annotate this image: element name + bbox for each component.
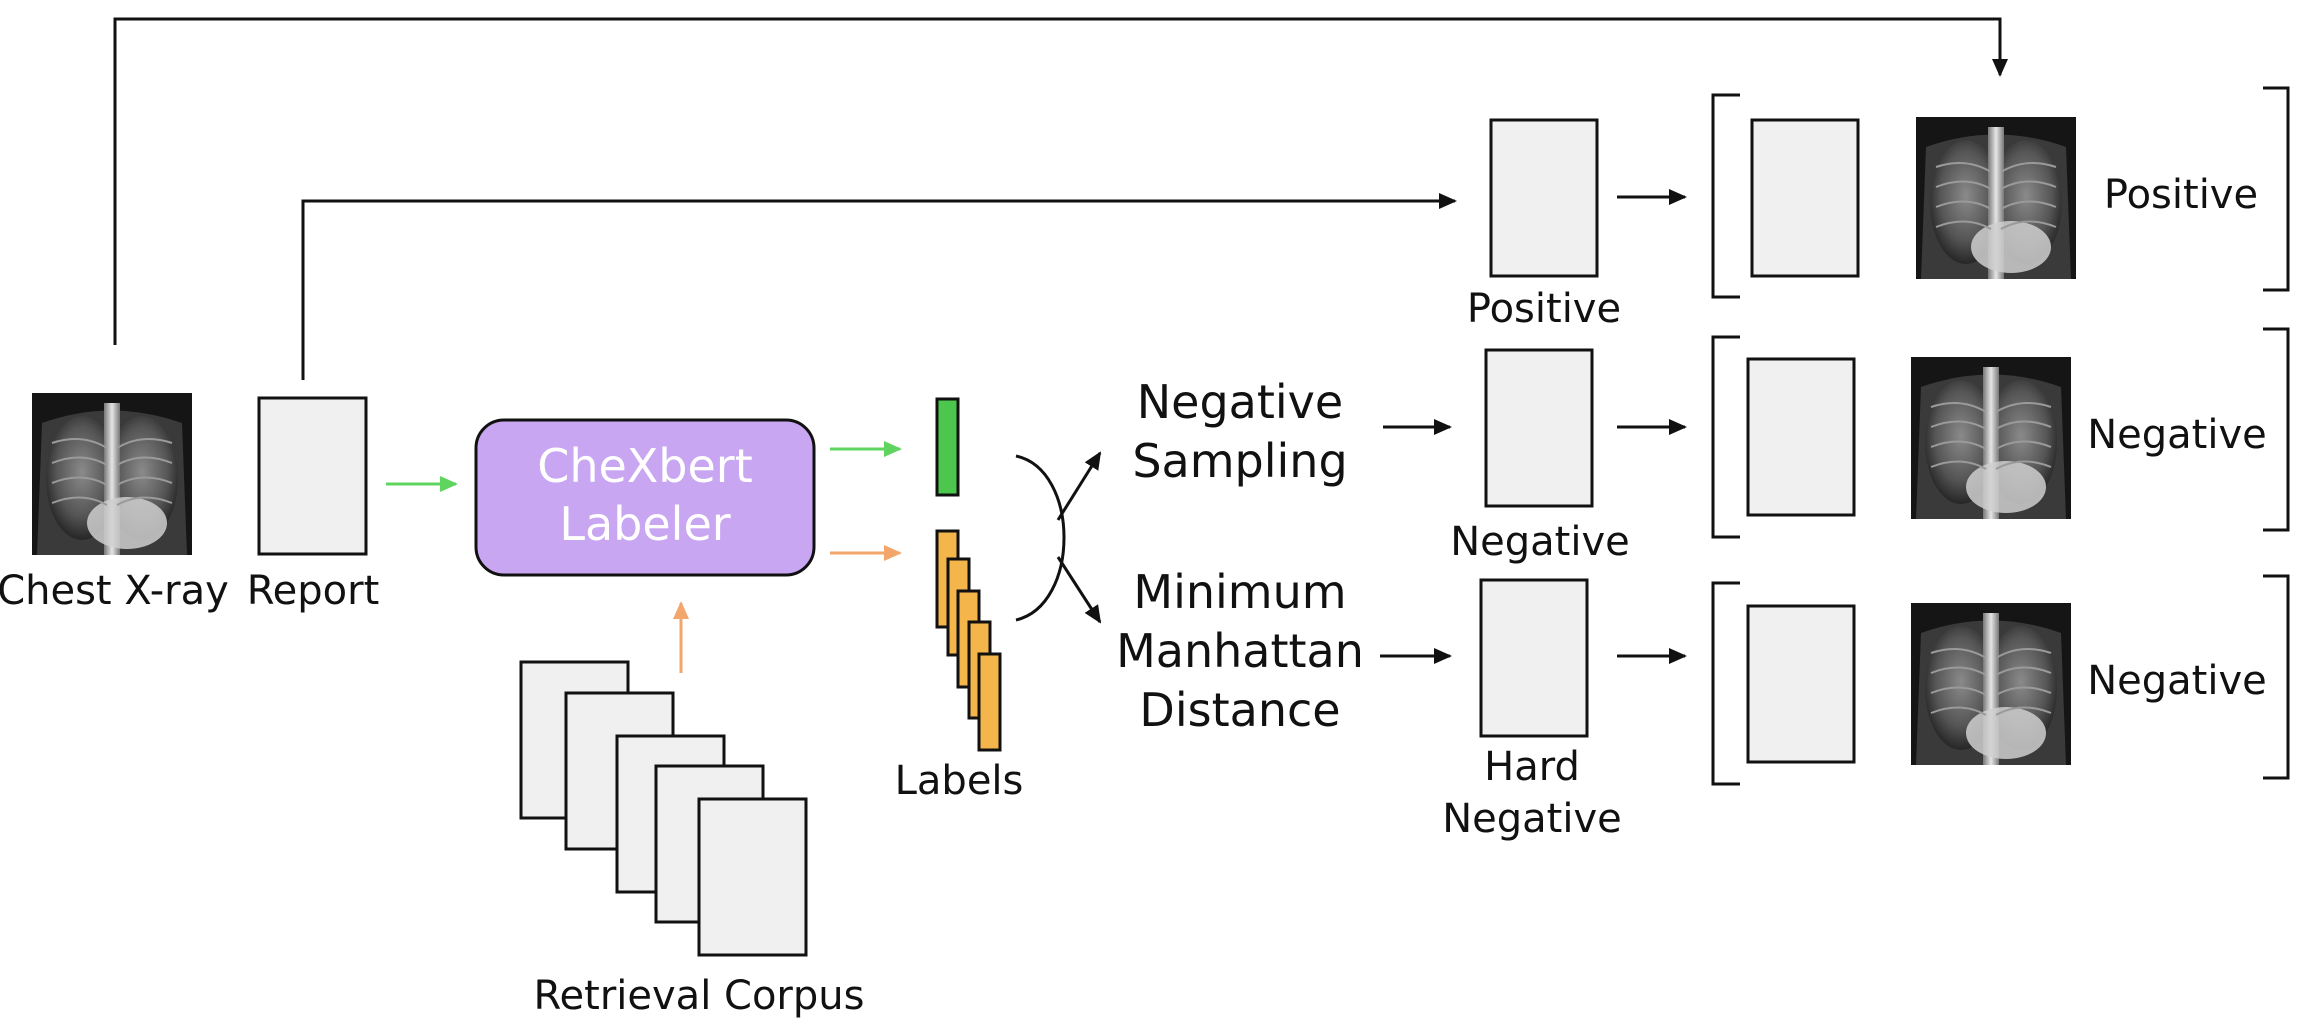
retrieval-corpus-label: Retrieval Corpus: [534, 973, 865, 1019]
labels-label: Labels: [895, 758, 1024, 804]
positive-pair: [1711, 86, 2290, 299]
negative-doc-label: Negative: [1450, 519, 1630, 565]
hard-negative-pair: [1711, 574, 2290, 786]
retrieval-corpus-stack: [519, 660, 808, 957]
hard-negative-label-line1: Hard: [1484, 744, 1580, 790]
hard-negative-label-line2: Negative: [1442, 796, 1622, 842]
hard-negative-document: [1479, 578, 1589, 738]
negative-sampling-line1: Negative: [1137, 375, 1343, 429]
negative-sampling-line2: Sampling: [1132, 434, 1347, 488]
to-min-manhattan-arrow: [1056, 556, 1102, 624]
chest-xray-image: [31, 392, 193, 556]
negative-pair: [1711, 327, 2290, 539]
pair-positive-label: Positive: [2104, 172, 2258, 218]
report-document: [257, 396, 368, 556]
label-split-curve: [1015, 454, 1066, 622]
chexbert-labeler-box: [474, 418, 816, 577]
pair-negative-label-2: Negative: [2087, 658, 2267, 704]
pair-negative-label-1: Negative: [2087, 412, 2267, 458]
min-manhattan-line3: Distance: [1139, 683, 1340, 737]
xray-to-top-arrow: [113, 17, 2008, 345]
min-manhattan-line2: Manhattan: [1116, 624, 1364, 678]
chest-xray-label: Chest X-ray: [0, 568, 229, 614]
min-manhattan-line1: Minimum: [1133, 565, 1346, 619]
positive-document: [1489, 118, 1599, 278]
to-negative-sampling-arrow: [1056, 451, 1102, 521]
report-to-positive-arrow: [301, 193, 1457, 380]
corpus-label-vectors: [935, 529, 1002, 752]
labeler-title-line1: CheXbert: [537, 439, 753, 493]
report-label: Report: [247, 568, 380, 614]
negative-document: [1484, 348, 1594, 508]
query-label-vector: [935, 397, 960, 497]
positive-doc-label: Positive: [1467, 286, 1621, 332]
labeler-title-line2: Labeler: [559, 497, 730, 551]
